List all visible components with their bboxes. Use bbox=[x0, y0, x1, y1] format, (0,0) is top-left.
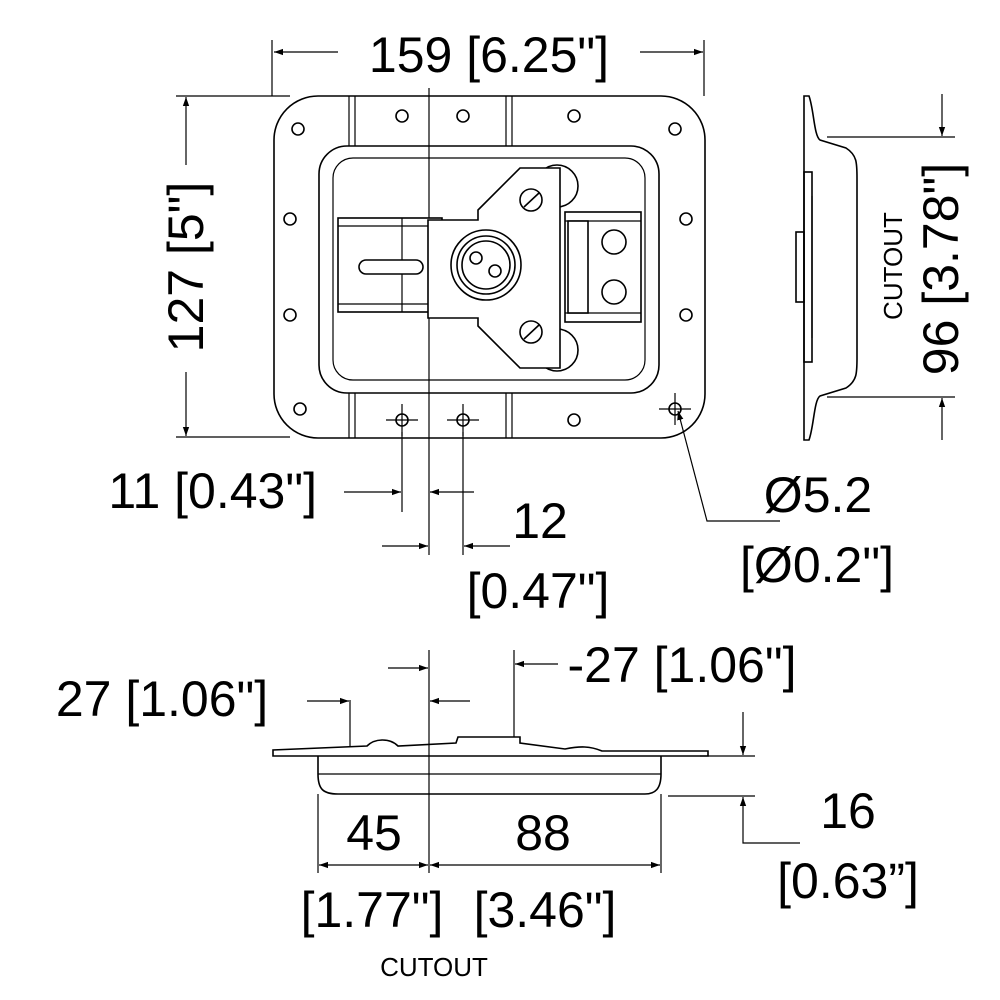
cutout-bottom-label: CUTOUT bbox=[380, 952, 488, 982]
mounting-holes bbox=[283, 109, 693, 436]
cutout-height-dim: 96 [3.78"] CUTOUT bbox=[827, 94, 969, 440]
side-offset-right-dim: -27 [1.06"] bbox=[513, 637, 797, 737]
hole-offset-12-inch-label: [0.47"] bbox=[467, 563, 610, 619]
overall-width-label: 159 [6.25"] bbox=[369, 27, 609, 83]
hole-diameter-in-label: [Ø0.2"] bbox=[740, 537, 894, 593]
cutout-height-label: 96 [3.78"] bbox=[913, 163, 969, 375]
side-offset-left-dim: 27 [1.06"] bbox=[56, 664, 470, 746]
cutout-side-label: CUTOUT bbox=[878, 212, 908, 320]
side-offset-right-label: -27 [1.06"] bbox=[567, 637, 796, 693]
hole-offset-11-label: 11 [0.43"] bbox=[108, 463, 317, 519]
cutout-right-in-label: [3.46"] bbox=[474, 882, 617, 938]
hole-diameter-mm-label: Ø5.2 bbox=[764, 467, 872, 523]
cutout-right-mm-label: 88 bbox=[515, 805, 571, 861]
edge-view bbox=[272, 650, 709, 873]
overall-height-label: 127 [5"] bbox=[158, 182, 214, 353]
overall-height-dim: 127 [5"] bbox=[158, 95, 290, 438]
hole-offset-12-label: 12 bbox=[512, 493, 568, 549]
side-view bbox=[795, 95, 858, 441]
recess-outer bbox=[318, 145, 660, 394]
side-offset-left-label: 27 [1.06"] bbox=[56, 671, 268, 727]
depth-in-label: [0.63”] bbox=[777, 853, 919, 909]
depth-mm-label: 16 bbox=[820, 783, 876, 839]
recess-inner bbox=[332, 157, 646, 381]
overall-width-dim: 159 [6.25"] bbox=[271, 27, 705, 96]
outer-plate bbox=[273, 95, 706, 439]
front-view bbox=[273, 88, 706, 555]
latch-mechanism bbox=[337, 164, 642, 372]
cutout-left-mm-label: 45 bbox=[346, 805, 402, 861]
cutout-left-in-label: [1.77"] bbox=[301, 882, 444, 938]
depth-dim: 16 [0.63”] bbox=[668, 712, 919, 909]
hole-diameter-callout: Ø5.2 [Ø0.2"] bbox=[677, 410, 894, 593]
hole-offset-dims: 11 [0.43"] 12 [0.47"] bbox=[108, 432, 609, 619]
cutout-width-dims: 45 [1.77"] 88 [3.46"] CUTOUT bbox=[301, 794, 662, 982]
